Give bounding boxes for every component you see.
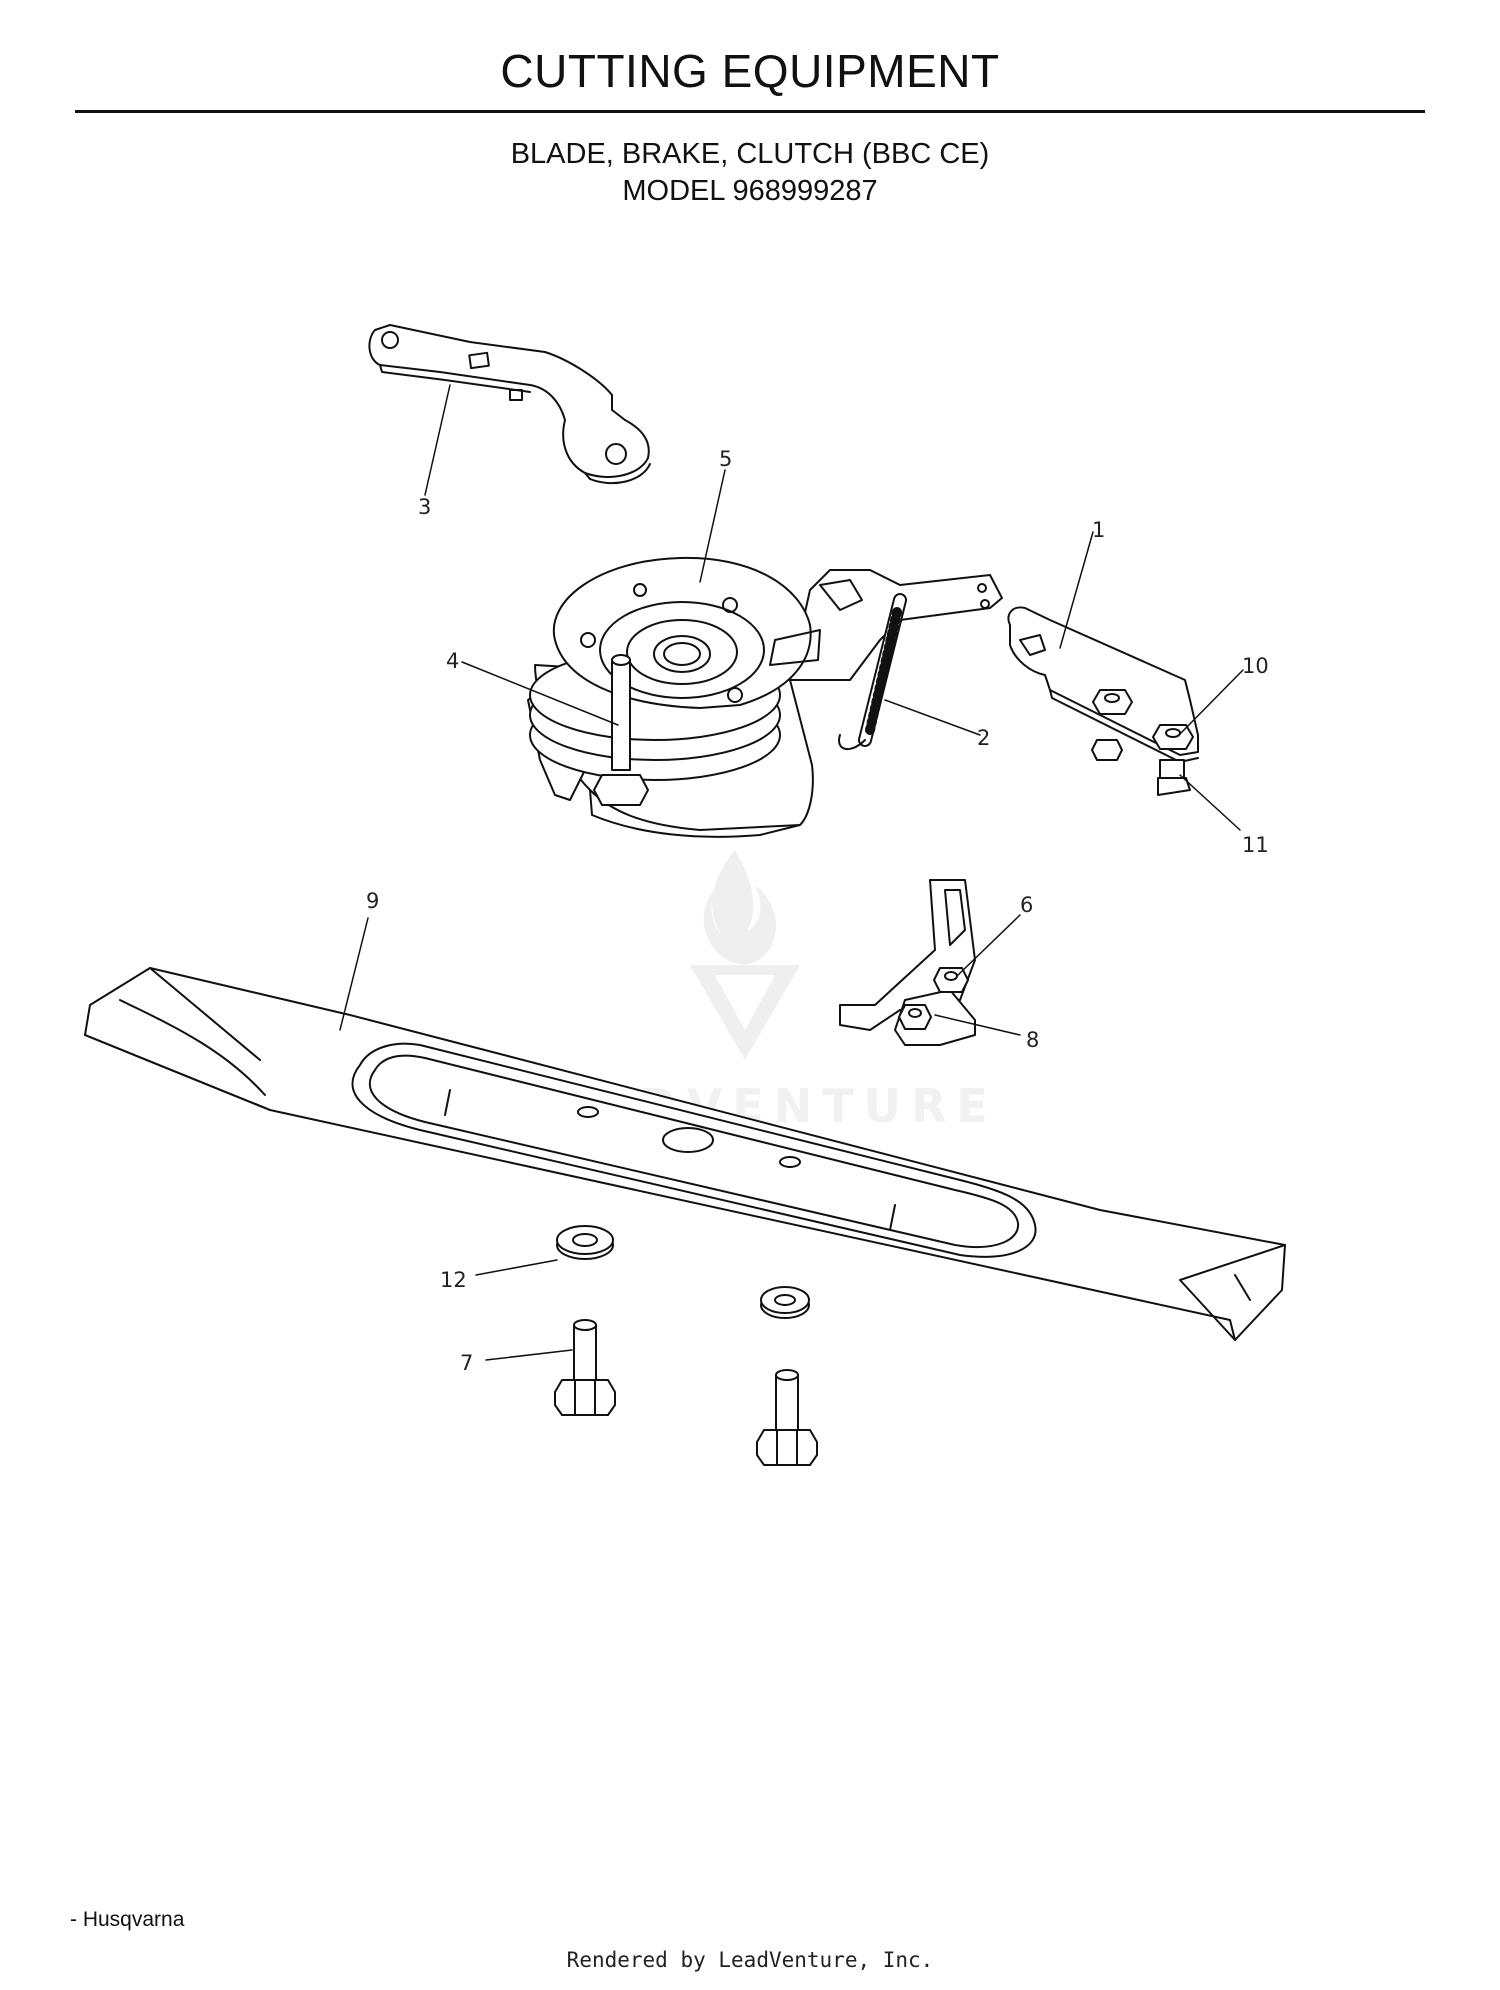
subtitle-assembly: BLADE, BRAKE, CLUTCH (BBC CE)	[510, 138, 990, 170]
page-title: CUTTING EQUIPMENT	[500, 45, 1000, 97]
part-3-brake-arm	[368, 324, 651, 485]
callout-6: 6	[1020, 893, 1033, 917]
callout-7: 7	[460, 1351, 473, 1375]
title-divider	[75, 110, 1425, 113]
subtitle-model: MODEL 968999287	[622, 175, 878, 207]
callout-4: 4	[446, 649, 459, 673]
callout-leader-lines	[339, 384, 1244, 1361]
callout-10: 10	[1242, 654, 1269, 678]
callout-9: 9	[366, 889, 379, 913]
part-1-bracket	[1007, 606, 1199, 796]
watermark-flame-icon	[703, 850, 777, 965]
callout-3: 3	[418, 495, 431, 519]
part-7-bolt	[554, 1319, 616, 1416]
footer-brand: - Husqvarna	[70, 1908, 185, 1931]
callout-11: 11	[1242, 833, 1269, 857]
part-7-bolt-second	[756, 1369, 818, 1466]
part-2-spring	[838, 593, 907, 750]
callout-8: 8	[1026, 1028, 1039, 1052]
footer-rendered-by: Rendered by LeadVenture, Inc.	[566, 1948, 934, 1972]
callout-2: 2	[977, 726, 990, 750]
part-8-mount-bracket	[839, 879, 976, 1046]
watermark-v-icon	[690, 965, 800, 1060]
callout-12: 12	[440, 1268, 467, 1292]
part-12-washer-second	[760, 1286, 810, 1319]
callout-5: 5	[719, 447, 732, 471]
diagram-subtitle: BLADE, BRAKE, CLUTCH (BBC CE) MODEL 9689…	[0, 136, 1500, 210]
part-5-electric-clutch	[527, 556, 1003, 838]
part-12-washer	[556, 1225, 614, 1260]
part-9-mower-blade	[84, 967, 1286, 1341]
part-4-pin	[593, 654, 649, 806]
callout-labels: 1 2 3 4 5 6 7 8 9 10 11 12	[366, 447, 1269, 1375]
callout-1: 1	[1092, 518, 1105, 542]
